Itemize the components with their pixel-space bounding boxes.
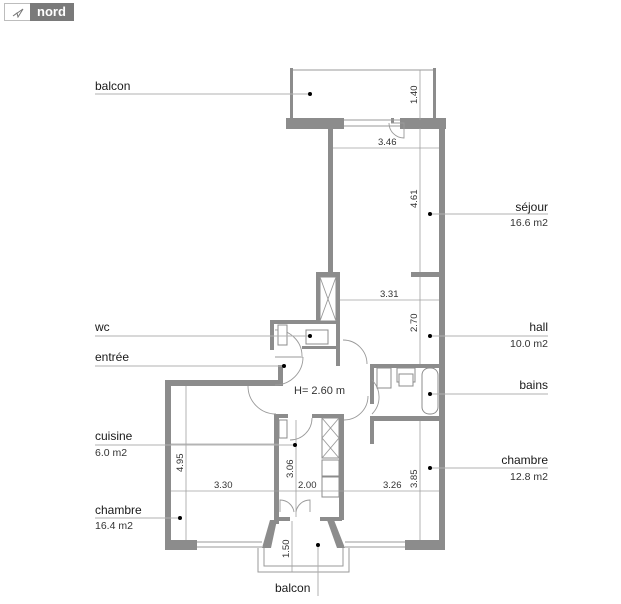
- label-balcon-top: balcon: [95, 79, 130, 93]
- dim-chambre-right-depth: 3.85: [409, 470, 420, 489]
- dim-chambre-left-width: 3.30: [214, 480, 233, 491]
- dim-balcon-top-depth: 1.40: [409, 86, 420, 105]
- area-sejour: 16.6 m2: [510, 217, 548, 229]
- dim-balcon-bottom-depth: 1.50: [281, 540, 292, 559]
- dim-sejour-depth: 4.61: [409, 190, 420, 209]
- dim-hall-depth: 2.70: [409, 314, 420, 333]
- dimension-lines: [171, 70, 439, 572]
- dim-hall-width: 3.31: [380, 289, 399, 300]
- label-cuisine: cuisine: [95, 429, 133, 443]
- fixtures: [277, 276, 439, 498]
- area-hall: 10.0 m2: [510, 338, 548, 350]
- dim-sejour-width: 3.46: [378, 137, 397, 148]
- label-wc: wc: [94, 320, 110, 334]
- north-label: nord: [30, 3, 74, 21]
- leader-lines: [95, 92, 548, 596]
- label-hall: hall: [529, 320, 548, 334]
- label-balcon-bottom: balcon: [275, 581, 310, 595]
- toilet-icon: [305, 329, 329, 345]
- windows: [197, 69, 433, 573]
- area-chambre-left: 16.4 m2: [95, 520, 133, 532]
- dim-chambre-right-width: 3.26: [383, 480, 402, 491]
- area-cuisine: 6.0 m2: [95, 447, 127, 459]
- label-entree: entrée: [95, 350, 129, 364]
- dim-cuisine-width: 2.00: [298, 480, 317, 491]
- north-badge: nord: [4, 3, 74, 21]
- label-chambre-right: chambre: [501, 453, 548, 467]
- bathtub-icon: [421, 367, 439, 415]
- area-chambre-right: 12.8 m2: [510, 471, 548, 483]
- dim-cuisine-depth: 3.06: [285, 460, 296, 479]
- label-bains: bains: [519, 378, 548, 392]
- dim-chambre-left-depth: 4.95: [175, 454, 186, 473]
- walls: [165, 68, 446, 550]
- doors: [247, 122, 405, 513]
- ceiling-height: H= 2.60 m: [294, 385, 345, 397]
- compass-arrow-icon: [4, 3, 30, 21]
- label-chambre-left: chambre: [95, 503, 142, 517]
- label-sejour: séjour: [515, 200, 548, 214]
